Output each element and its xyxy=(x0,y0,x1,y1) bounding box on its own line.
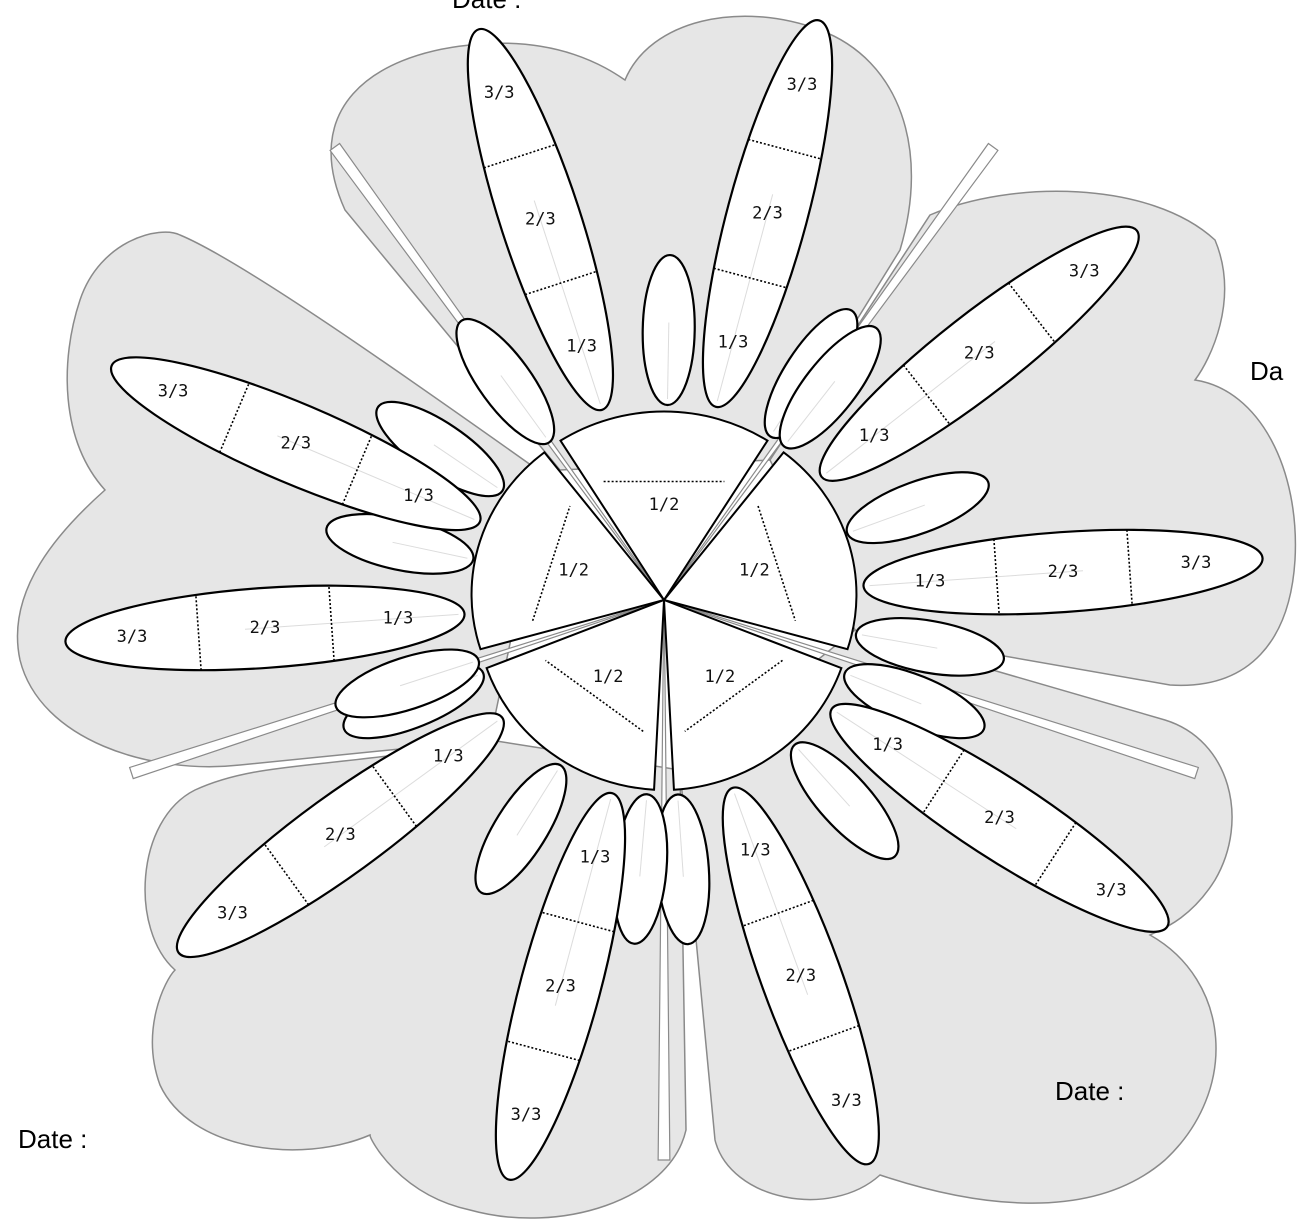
main-petal-top-1-label-1: 1/3 xyxy=(718,332,749,352)
main-petal-bottom-left-1-label-1: 1/3 xyxy=(433,747,464,767)
date-label-top: Date : xyxy=(452,0,521,14)
date-label-bottom-right: Date : xyxy=(1055,1076,1124,1106)
main-petal-bottom-left-0-label-3: 3/3 xyxy=(511,1105,542,1125)
main-petal-left-1-label-1: 1/3 xyxy=(383,609,414,629)
date-label-right: Da xyxy=(1250,356,1284,386)
main-petal-top-0-label-1: 1/3 xyxy=(566,336,597,356)
main-petal-right-0-label-1: 1/3 xyxy=(859,426,890,446)
main-petal-top-0-label-3: 3/3 xyxy=(484,83,515,103)
center-slice-label-bottom-left: 1/2 xyxy=(593,667,624,687)
main-petal-bottom-right-1-label-2: 2/3 xyxy=(785,966,816,986)
main-petal-bottom-left-1-label-3: 3/3 xyxy=(217,903,248,923)
center-slice-label-right: 1/2 xyxy=(739,561,770,581)
main-petal-top-1-label-2: 2/3 xyxy=(752,204,783,224)
main-petal-left-0-label-3: 3/3 xyxy=(158,382,189,402)
main-petal-right-1-label-3: 3/3 xyxy=(1181,553,1212,573)
main-petal-top-0-label-2: 2/3 xyxy=(525,210,556,230)
main-petal-bottom-right-1-label-1: 1/3 xyxy=(740,841,771,861)
main-petal-bottom-right-1-label-3: 3/3 xyxy=(831,1091,862,1111)
main-petal-left-0-label-2: 2/3 xyxy=(280,434,311,454)
main-petal-right-1-label-1: 1/3 xyxy=(915,571,946,591)
main-petal-left-0-label-1: 1/3 xyxy=(403,486,434,506)
main-petal-right-0-label-2: 2/3 xyxy=(964,344,995,364)
main-petal-left-1-label-3: 3/3 xyxy=(117,627,148,647)
center-slice-label-left: 1/2 xyxy=(558,561,589,581)
main-petal-top-1-label-3: 3/3 xyxy=(787,75,818,95)
main-petal-bottom-right-0-label-2: 2/3 xyxy=(984,808,1015,828)
center-slice-label-top: 1/2 xyxy=(649,495,680,515)
main-petal-bottom-left-1-label-2: 2/3 xyxy=(325,825,356,845)
main-petal-right-0-label-3: 3/3 xyxy=(1069,262,1100,282)
center-slice-label-bottom-right: 1/2 xyxy=(704,667,735,687)
main-petal-bottom-right-0-label-1: 1/3 xyxy=(872,735,903,755)
date-label-bottom-left: Date : xyxy=(18,1124,87,1154)
main-petal-bottom-left-0-label-1: 1/3 xyxy=(580,848,611,868)
main-petal-bottom-left-0-label-2: 2/3 xyxy=(545,976,576,996)
main-petal-bottom-right-0-label-3: 3/3 xyxy=(1096,880,1127,900)
main-petal-left-1-label-2: 2/3 xyxy=(250,618,281,638)
main-petal-right-1-label-2: 2/3 xyxy=(1048,562,1079,582)
